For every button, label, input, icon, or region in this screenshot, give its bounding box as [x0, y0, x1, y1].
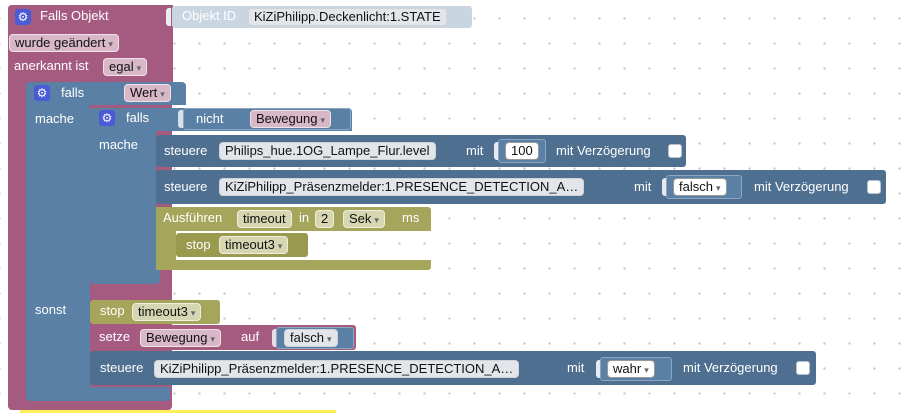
- else-control-socket: [596, 360, 601, 378]
- control2-delay-checkbox[interactable]: [867, 180, 881, 194]
- if-inner-mache: mache: [99, 137, 139, 152]
- object-id-socket: [166, 8, 171, 26]
- value-label: Wert: [130, 85, 158, 100]
- ack-dropdown[interactable]: egal▾: [103, 58, 148, 76]
- if-inner-falls: falls: [126, 110, 150, 125]
- object-id-value[interactable]: KiZiPhilipp.Deckenlicht:1.STATE: [248, 8, 447, 26]
- control2-mit: mit: [634, 179, 652, 194]
- ack-label: anerkannt ist: [14, 58, 89, 73]
- control2-steuere: steuere: [164, 179, 208, 194]
- set-label: setze: [99, 329, 131, 344]
- dropdown-arrow-icon: ▾: [277, 241, 283, 251]
- control1-mit: mit: [466, 143, 484, 158]
- else-control-value: wahr: [613, 361, 642, 376]
- if-inner-socket: [178, 110, 183, 128]
- control2-value: falsch: [679, 179, 713, 194]
- gear-icon[interactable]: ⚙: [99, 110, 115, 126]
- if-inner-block[interactable]: [90, 108, 156, 284]
- control1-target[interactable]: Philips_hue.1OG_Lampe_Flur.level: [219, 142, 436, 160]
- control1-value[interactable]: 100: [505, 142, 539, 160]
- if-outer-block[interactable]: [26, 82, 90, 400]
- if-outer-footer: [26, 387, 170, 401]
- dropdown-arrow-icon: ▾: [136, 63, 142, 73]
- timeout-name-field[interactable]: timeout: [237, 210, 292, 228]
- set-socket: [272, 329, 277, 347]
- dropdown-arrow-icon: ▾: [160, 89, 165, 99]
- timeout-execute: Ausführen: [163, 210, 223, 225]
- inner-stop-name: timeout3: [225, 237, 275, 252]
- dropdown-arrow-icon: ▾: [715, 183, 721, 193]
- dropdown-arrow-icon: ▾: [644, 365, 649, 375]
- motion-var-label: Bewegung: [256, 111, 318, 126]
- not-label: nicht: [196, 111, 224, 126]
- set-value: falsch: [290, 330, 324, 345]
- set-auf: auf: [241, 329, 260, 344]
- else-control-steuere: steuere: [100, 360, 144, 375]
- gear-icon[interactable]: ⚙: [34, 85, 50, 101]
- control2-socket: [662, 178, 667, 196]
- set-var-dropdown[interactable]: Bewegung▾: [140, 329, 221, 347]
- timeout-ms: ms: [402, 210, 420, 225]
- else-stop-name: timeout3: [138, 304, 188, 319]
- control1-delay-checkbox[interactable]: [668, 144, 682, 158]
- dropdown-arrow-icon: ▾: [320, 115, 325, 125]
- value-dropdown[interactable]: Wert▾: [124, 84, 171, 102]
- control2-target[interactable]: KiZiPhilipp_Präsenzmelder:1.PRESENCE_DET…: [219, 178, 585, 196]
- else-control-value-dropdown[interactable]: wahr▾: [607, 360, 655, 378]
- if-outer-mid: [26, 283, 90, 300]
- control1-socket: [494, 142, 499, 160]
- timeout-header: [156, 207, 431, 231]
- if-inner-footer: [90, 270, 160, 284]
- else-control-mit: mit: [567, 360, 585, 375]
- dropdown-arrow-icon: ▾: [190, 308, 196, 318]
- if-outer-sonst: sonst: [35, 302, 67, 317]
- ack-value: egal: [109, 59, 134, 74]
- timeout-amount[interactable]: 2: [315, 210, 335, 228]
- else-control-target[interactable]: KiZiPhilipp_Präsenzmelder:1.PRESENCE_DET…: [154, 360, 520, 378]
- control2-delay: mit Verzögerung: [754, 179, 849, 194]
- else-control-delay: mit Verzögerung: [683, 360, 778, 375]
- else-control-delay-checkbox[interactable]: [796, 361, 810, 375]
- timeout-unit-dropdown[interactable]: Sek▾: [343, 210, 385, 228]
- control1-steuere: steuere: [164, 143, 208, 158]
- inner-stop-label: stop: [186, 237, 211, 252]
- gear-icon[interactable]: ⚙: [15, 9, 31, 25]
- if-outer-mache: mache: [35, 111, 75, 126]
- motion-var-dropdown[interactable]: Bewegung▾: [250, 110, 331, 128]
- inner-stop-name-dropdown[interactable]: timeout3▾: [219, 236, 289, 254]
- set-value-dropdown[interactable]: falsch▾: [284, 329, 338, 347]
- selection-highlight: [20, 410, 336, 413]
- control1-delay: mit Verzögerung: [556, 143, 651, 158]
- dropdown-arrow-icon: ▾: [210, 334, 215, 344]
- timeout-footer: [156, 260, 431, 270]
- set-var: Bewegung: [146, 330, 208, 345]
- object-id-label: Objekt ID: [182, 8, 237, 23]
- trigger-title: Falls Objekt: [40, 8, 109, 23]
- timeout-unit: Sek: [349, 211, 372, 226]
- else-stop-label: stop: [100, 303, 125, 318]
- control2-value-dropdown[interactable]: falsch▾: [673, 178, 727, 196]
- changed-dropdown[interactable]: wurde geändert▾: [9, 34, 119, 52]
- else-stop-name-dropdown[interactable]: timeout3▾: [132, 303, 202, 321]
- if-outer-falls: falls: [61, 85, 85, 100]
- timeout-in: in: [299, 210, 310, 225]
- changed-label: wurde geändert: [15, 35, 106, 50]
- dropdown-arrow-icon: ▾: [108, 39, 113, 49]
- dropdown-arrow-icon: ▾: [374, 215, 379, 225]
- dropdown-arrow-icon: ▾: [326, 334, 332, 344]
